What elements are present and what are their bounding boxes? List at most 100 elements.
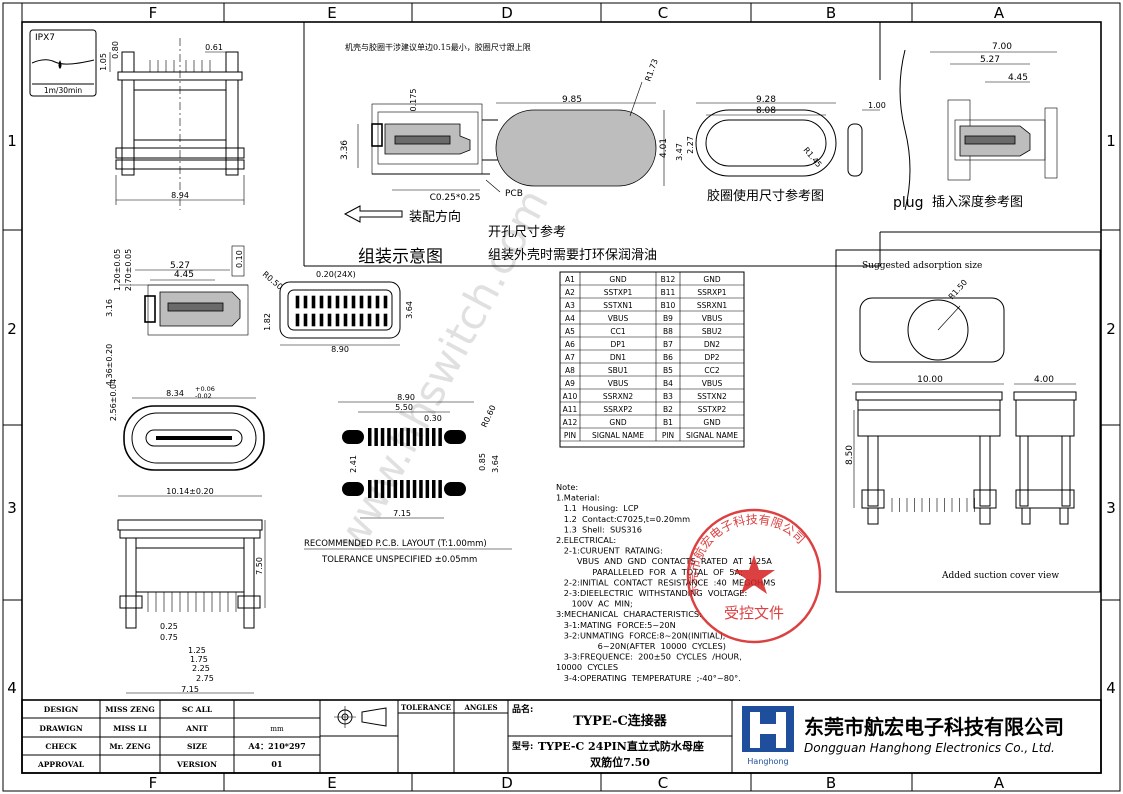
direction-label: 装配方向	[409, 209, 461, 225]
table-cell: PIN	[564, 431, 576, 440]
contact-pin	[343, 313, 348, 327]
p-dim-550: 5.50	[395, 403, 413, 412]
pcb-pad	[425, 480, 430, 498]
pcb-pad	[374, 480, 378, 498]
table-cell: A1	[565, 275, 575, 284]
dim-436: 4.36±0.20	[105, 344, 114, 386]
dim-401: 4.01	[659, 138, 669, 158]
dim-808: 8.08	[756, 106, 776, 116]
table-cell: A4	[565, 314, 575, 323]
row-label-2: 2	[7, 320, 17, 338]
version-label: VERSION	[176, 760, 217, 769]
size-label: SIZE	[187, 742, 207, 751]
dim-100: 1.00	[868, 101, 886, 110]
dim-105: 1.05	[99, 53, 108, 71]
dim-700: 7.00	[992, 42, 1012, 52]
plug-word: plug	[893, 195, 924, 211]
dim-010: 0.10	[235, 250, 244, 268]
table-cell: A9	[565, 379, 575, 388]
dim-075: 0.75	[160, 633, 178, 642]
contact-pin	[311, 313, 316, 327]
pcb-pad	[438, 428, 442, 446]
part-no: TYPE-C 24PIN直立式防水母座	[538, 739, 704, 753]
table-cell: B5	[663, 366, 673, 375]
dim-175: 1.75	[190, 655, 208, 664]
table-cell: B3	[663, 392, 673, 401]
dim-894: 8.94	[171, 191, 189, 200]
projection-symbol-icon	[334, 706, 387, 728]
row-label-1-right: 1	[1106, 132, 1116, 150]
col-label-a-bottom: A	[994, 774, 1005, 792]
company-name-cn: 东莞市航宏电子科技有限公司	[804, 715, 1064, 739]
dim-527-plug: 5.27	[980, 55, 1000, 65]
pcb-pad	[368, 480, 372, 498]
table-cell: DN2	[704, 340, 720, 349]
col-label-d: D	[501, 4, 513, 22]
pcb-layout-title: RECOMMENDED P.C.B. LAYOUT (T:1.00mm)	[304, 539, 487, 549]
hole-ref: 开孔尺寸参考	[488, 224, 566, 240]
contact-pin	[335, 295, 340, 309]
dim-061: 0.61	[205, 43, 223, 52]
pcb-pad	[400, 428, 404, 446]
part-no-label: 型号:	[512, 740, 533, 752]
angles-label: ANGLES	[463, 703, 497, 712]
pcb-pad	[438, 480, 442, 498]
table-cell: B8	[663, 327, 673, 336]
pcb-pad	[387, 428, 391, 446]
pcb-label: PCB	[505, 189, 523, 199]
pcb-pad	[419, 428, 423, 446]
table-cell: GND	[703, 418, 720, 427]
table-cell: A8	[565, 366, 575, 375]
size-value: A4：210*297	[247, 741, 305, 751]
contact-pin	[351, 295, 356, 309]
contact-pin	[303, 313, 308, 327]
logo-text: Hanghong	[747, 757, 788, 766]
note-line: Note:	[556, 482, 578, 492]
contact-pin	[383, 295, 388, 309]
pcb-pad	[374, 428, 378, 446]
version-value: 01	[271, 759, 282, 769]
contact-pin	[335, 313, 340, 327]
design-label: DESIGN	[44, 705, 79, 714]
note-line: 6~20N(AFTER 10000 CYCLES)	[556, 641, 726, 651]
dim-025: 0.25	[160, 622, 178, 631]
approval-label: APPROVAL	[37, 760, 85, 769]
pcb-pad	[412, 480, 417, 498]
table-cell: A2	[565, 288, 575, 297]
receptacle-face-drawing: 8.34 +0.06 -0.02 2.56±0.04	[109, 379, 265, 471]
table-cell: SSTXP1	[604, 288, 633, 297]
table-cell: DP1	[610, 340, 625, 349]
note-line: 3-4:OPERATING TEMPERATURE ;-40°~80°.	[556, 673, 741, 683]
pcb-pad	[419, 480, 423, 498]
row-label-2-right: 2	[1106, 320, 1116, 338]
table-cell: SSTXN2	[697, 392, 727, 401]
dim-316: 3.16	[105, 299, 114, 317]
table-cell: SIGNAL NAME	[592, 431, 644, 440]
dim-225: 2.25	[192, 664, 210, 673]
table-cell: SSTXP2	[698, 405, 727, 414]
contact-pin	[351, 313, 356, 327]
contact-pin	[359, 295, 364, 309]
pcb-pad	[368, 428, 372, 446]
pcb-pad	[406, 428, 410, 446]
lube-note: 组装外壳时需要打环保润滑油	[488, 248, 657, 263]
suction-title: Suggested adsorption size	[862, 261, 982, 271]
col-label-e: E	[327, 4, 336, 22]
row-label-3: 3	[7, 499, 17, 517]
star-icon	[733, 555, 775, 594]
contact-pin	[343, 295, 348, 309]
part-no-2: 双筋位7.50	[590, 755, 650, 769]
contact-pin	[375, 313, 380, 327]
dim-0175: 0.175	[409, 89, 418, 112]
contact-pin	[295, 313, 300, 327]
col-label-b: B	[826, 4, 836, 22]
col-label-e-bottom: E	[327, 774, 336, 792]
pcb-pad	[393, 480, 398, 498]
table-cell: B9	[663, 314, 673, 323]
table-cell: SSTXN1	[603, 301, 633, 310]
plug-ref: 插入深度参考图	[932, 194, 1023, 210]
note-line: 1.Material:	[556, 493, 600, 503]
col-label-c-bottom: C	[658, 774, 668, 792]
table-cell: A10	[563, 392, 578, 401]
